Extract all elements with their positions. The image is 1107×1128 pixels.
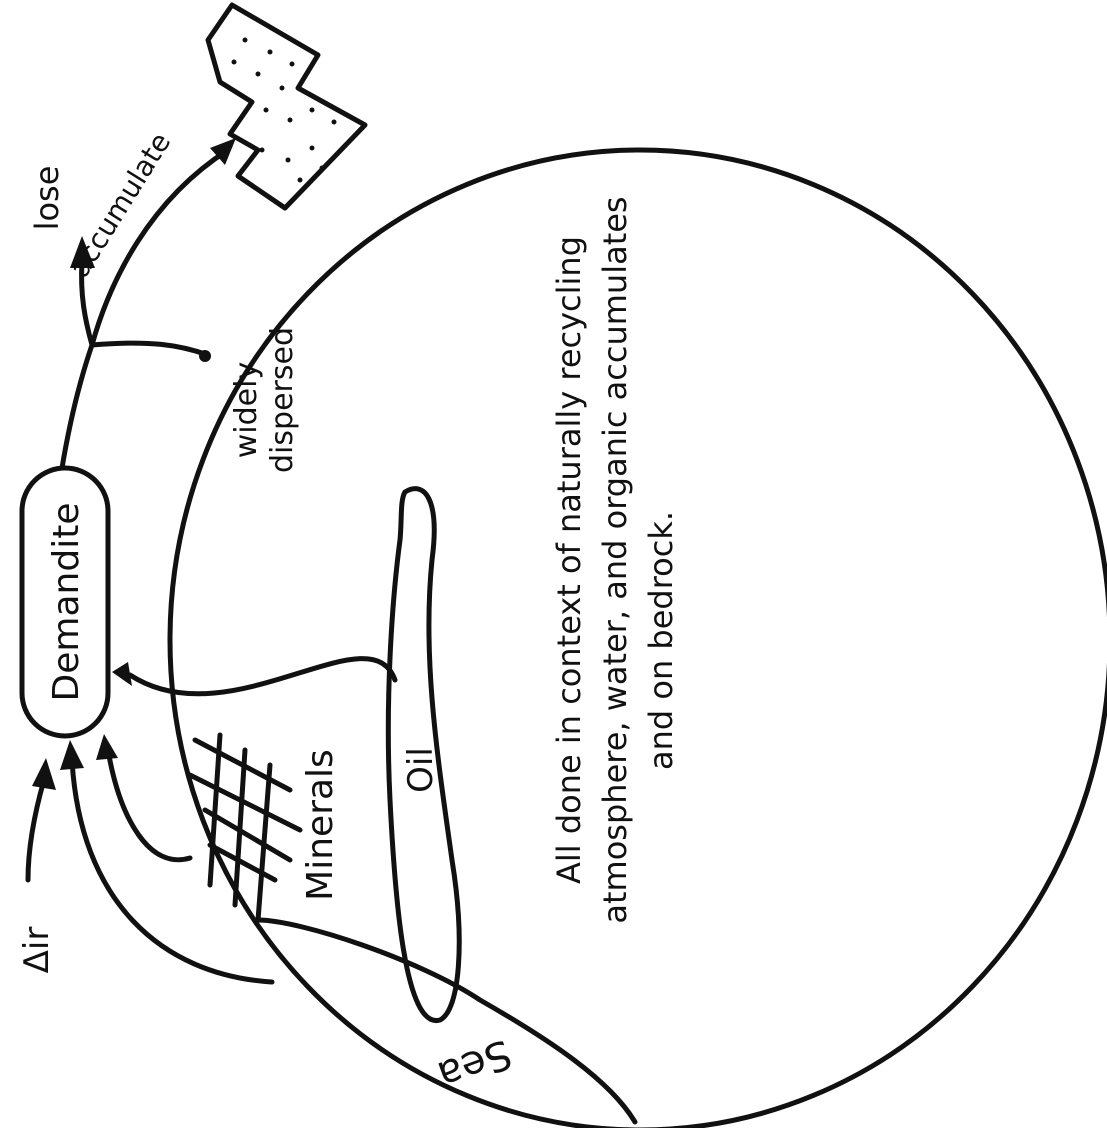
note-line-3: and on bedrock. <box>642 511 680 770</box>
air-label: Δir <box>17 927 57 974</box>
oil-label: Oil <box>401 747 441 793</box>
widely-label: widely <box>229 362 264 458</box>
earth-circle <box>170 150 1107 1128</box>
lose-label: lose <box>28 166 66 231</box>
sea-label: Sea <box>432 1030 518 1099</box>
note-line-2: atmosphere, water, and organic accumulat… <box>596 196 634 923</box>
minerals-arrow <box>108 750 190 860</box>
air-arrow <box>28 780 44 880</box>
dispersed-label: dispersed <box>265 327 300 473</box>
minerals-label: Minerals <box>300 749 341 901</box>
demandite-output-line <box>62 345 92 468</box>
accumulation-deposit <box>208 5 365 208</box>
dispersed-arrow <box>92 343 208 355</box>
note-line-1: All done in context of naturally recycli… <box>550 236 588 884</box>
accumulate-label: accumulate <box>63 127 178 283</box>
demandite-label: Demandite <box>46 503 87 702</box>
